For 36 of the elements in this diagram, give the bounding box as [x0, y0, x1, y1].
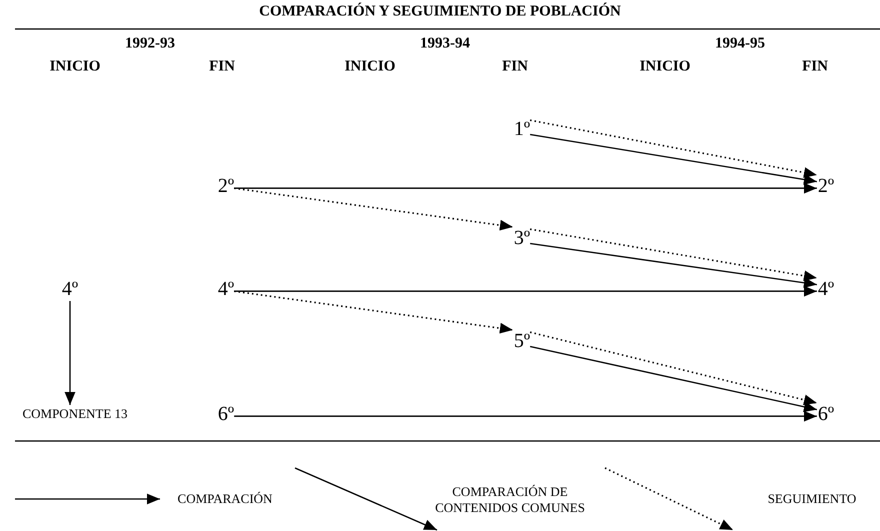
year-heading: 1994-95	[715, 36, 765, 52]
legend-text: COMPARACIÓN DE CONTENIDOS COMUNES	[435, 484, 585, 516]
column-heading: FIN	[209, 58, 235, 76]
grade-number: 5º	[514, 330, 530, 352]
arrow	[234, 410, 817, 422]
year-heading: 1993-94	[420, 36, 470, 52]
grade-number: 1º	[514, 118, 530, 140]
column-heading: INICIO	[344, 58, 396, 76]
dotted-arrow	[234, 187, 514, 231]
grade-number: 4º	[218, 278, 234, 300]
grade-number: 6º	[218, 403, 234, 425]
grade-number: 2º	[218, 175, 234, 197]
grade-number: 6º	[818, 403, 834, 425]
grade-number: 2º	[818, 175, 834, 197]
arrow	[530, 242, 817, 288]
grade-number: 3º	[514, 227, 530, 249]
column-heading: INICIO	[640, 58, 690, 76]
legend-text: COMPARACIÓN	[178, 491, 272, 507]
grade-number: 4º	[62, 278, 78, 300]
dotted-arrow	[530, 331, 818, 406]
legend-text: SEGUIMIENTO	[768, 491, 856, 507]
grade-number: 4º	[818, 278, 834, 300]
arrow	[530, 346, 818, 412]
title: COMPARACIÓN Y SEGUIMIENTO DE POBLACIÓN	[259, 4, 621, 20]
dotted-arrow	[530, 228, 818, 282]
dotted-arrow	[530, 119, 818, 178]
arrow	[530, 134, 817, 185]
column-heading: INICIO	[50, 58, 100, 76]
component-label: COMPONENTE 13	[22, 406, 128, 422]
arrow	[234, 286, 817, 297]
arrow	[64, 301, 76, 405]
column-heading: FIN	[502, 58, 528, 76]
arrow	[234, 182, 817, 194]
year-heading: 1992-93	[125, 36, 175, 52]
column-heading: FIN	[802, 58, 828, 76]
dotted-arrow	[234, 290, 514, 334]
